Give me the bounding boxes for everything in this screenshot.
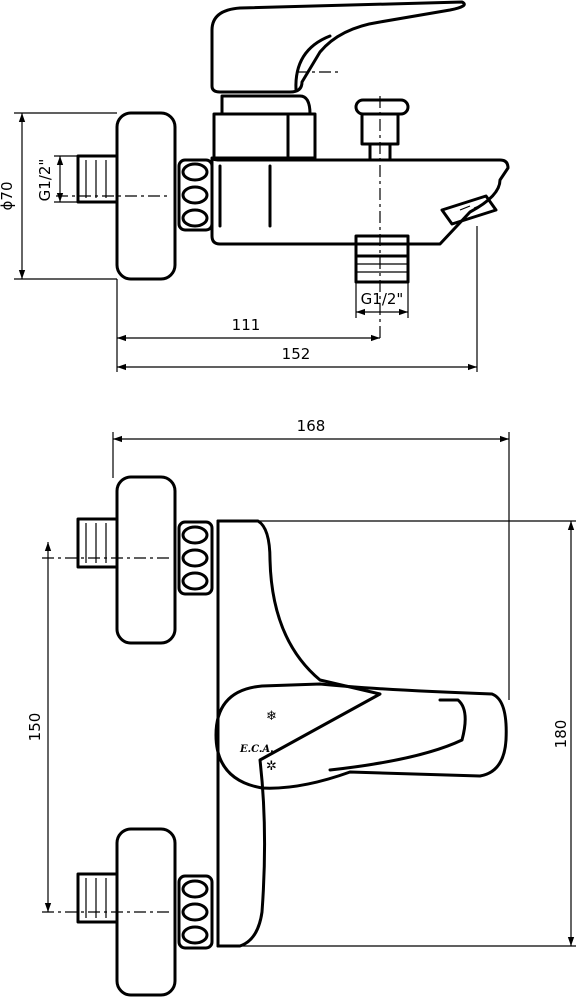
dim-diameter-70: ϕ70	[0, 112, 117, 280]
side-bottom-outlet	[354, 234, 410, 284]
dim-152-label: 152	[282, 345, 311, 363]
dim-inlet-thread: G1/2"	[36, 155, 78, 203]
front-mixer-body	[216, 519, 382, 948]
dim-111: 111	[116, 279, 380, 372]
side-diverter-knob	[354, 98, 410, 162]
side-eccentric-nut	[177, 158, 214, 232]
side-aerator	[440, 194, 498, 226]
dim-180: 180	[218, 520, 576, 947]
dim-180-label: 180	[552, 720, 570, 749]
side-inlet-pipe	[76, 154, 119, 204]
dim-diameter-70-label: ϕ70	[0, 182, 16, 211]
brand-logo: E.C.A.	[239, 744, 274, 755]
side-view: ϕ70 G1/2" G1/2" 111 152	[0, 0, 510, 372]
dim-150: 150	[26, 542, 52, 912]
front-bottom-inlet	[42, 827, 214, 997]
dim-outlet-thread: G1/2"	[355, 282, 409, 318]
dim-168: 168	[112, 417, 510, 700]
dim-168-label: 168	[297, 417, 326, 435]
dim-inlet-thread-label: G1/2"	[36, 159, 54, 202]
hot-icon: ✲	[266, 759, 277, 774]
front-top-inlet	[42, 475, 214, 645]
front-view: E.C.A. ❄ ✲ 168 150 180	[26, 417, 576, 997]
dim-111-label: 111	[232, 316, 261, 334]
dim-150-label: 150	[26, 713, 44, 742]
cold-icon: ❄	[266, 709, 277, 724]
dim-152: 152	[117, 226, 478, 372]
front-handle-lever	[214, 682, 508, 790]
side-handle-lever	[210, 0, 466, 94]
dim-outlet-thread-label: G1/2"	[361, 290, 404, 308]
side-cartridge	[212, 112, 317, 160]
side-mixer-body	[210, 156, 510, 246]
